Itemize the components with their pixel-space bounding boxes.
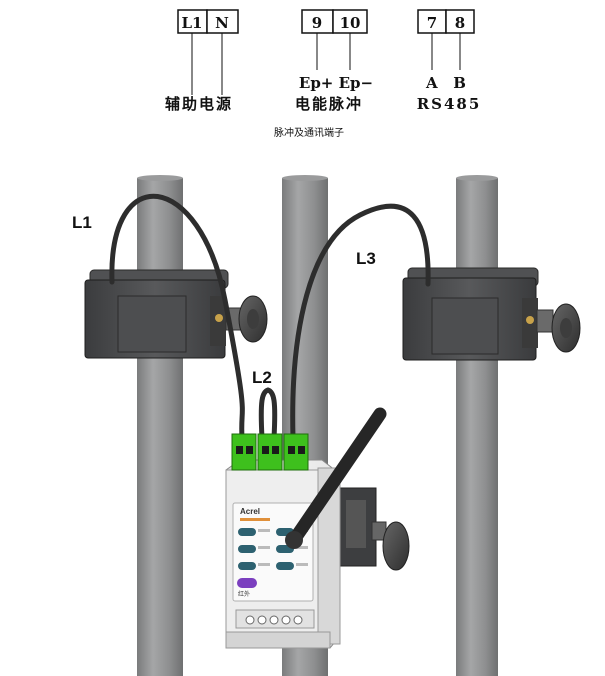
pin-l1-label: L1 — [182, 14, 203, 32]
cable-l2 — [258, 387, 278, 441]
rs485-terminal: 7 8 A B RS485 — [417, 9, 482, 113]
rs485-signals: A B — [425, 74, 466, 92]
aux-power-terminal: L1 N 辅助电源 — [165, 9, 239, 113]
knob-icon — [371, 521, 410, 571]
terminal-caption: 脉冲及通讯端子 — [274, 126, 344, 139]
pin-8-label: 8 — [455, 14, 465, 32]
conductor-l1 — [137, 175, 183, 676]
pulse-label: 电能脉冲 — [295, 95, 363, 113]
pin-9-label: 9 — [312, 14, 322, 32]
brand-logo: Acrel — [240, 507, 260, 516]
line-label-l1: L1 — [72, 213, 92, 232]
rs485-label: RS485 — [417, 95, 482, 113]
aux-power-label: 辅助电源 — [165, 95, 233, 113]
pulse-signals: Ep+ Ep− — [299, 74, 373, 92]
cable-l1 — [109, 193, 245, 441]
current-transformer-l1 — [84, 269, 268, 359]
conductor-l3 — [456, 175, 498, 676]
line-label-l2: L2 — [252, 368, 272, 387]
knob-icon — [551, 303, 581, 353]
pulse-terminal: 9 10 Ep+ Ep− 电能脉冲 — [295, 9, 373, 113]
current-transformer-l3 — [402, 267, 581, 361]
pin-7-label: 7 — [427, 14, 437, 32]
pin-n-label: N — [215, 14, 229, 32]
pin-10-label: 10 — [340, 14, 361, 32]
line-label-l3: L3 — [356, 249, 376, 268]
green-connectors — [231, 433, 309, 471]
ir-button[interactable] — [237, 578, 257, 588]
ir-label: 红外 — [238, 590, 250, 598]
bottom-screw-terminals — [245, 615, 303, 625]
wireless-meter-device: Acrel 红外 — [225, 407, 410, 649]
cable-l3 — [290, 203, 431, 441]
knob-icon — [238, 295, 268, 343]
antenna-icon — [285, 407, 387, 549]
